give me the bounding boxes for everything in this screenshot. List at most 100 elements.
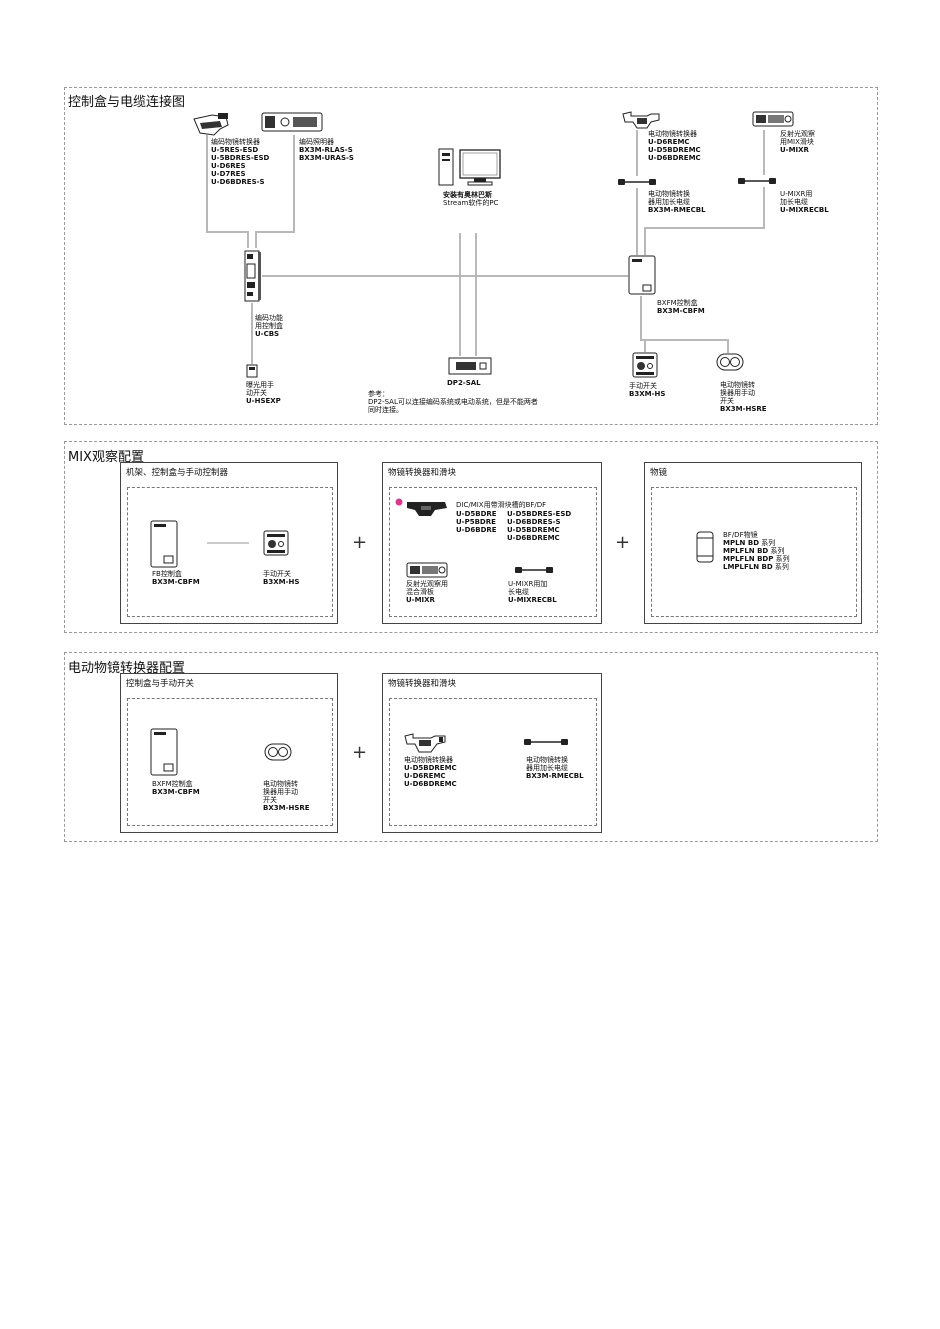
model-text: U-D5BDRE bbox=[456, 510, 497, 518]
motor-ext-cable-label: 电动物镜转换 器用加长电缆 BX3M-RMECBL bbox=[526, 756, 584, 780]
series-model: MPLN BD bbox=[723, 539, 759, 547]
name-text: 换器用手动 bbox=[263, 788, 298, 796]
plus-sign: + bbox=[352, 532, 368, 553]
bfdf-nosepiece-icon bbox=[407, 502, 447, 516]
series-model: MPLFLN BD bbox=[723, 547, 769, 555]
series-line: MPLFLN BD 系列 bbox=[723, 547, 790, 555]
model-text: U-D5BDRES-ESD bbox=[507, 510, 572, 518]
illuminator-icon bbox=[261, 112, 323, 132]
name-text: 电动物镜转换 bbox=[526, 756, 568, 764]
dp2-sal-icon bbox=[448, 357, 492, 375]
mix-slider-label: 反射光观察 用MIX滑块 U-MIXR bbox=[780, 130, 815, 154]
nosepiece-switch-label: 电动物镜转 换器用手动 开关 BX3M-HSRE bbox=[263, 780, 310, 812]
name-text: 手动开关 bbox=[263, 570, 291, 578]
panel-inner bbox=[127, 698, 333, 826]
mix-hand-switch-icon bbox=[263, 530, 289, 556]
name-text: 用控制盒 bbox=[255, 322, 283, 330]
note-line: 参考： bbox=[368, 390, 389, 398]
mix-cable-label: U-MIXR用 加长电缆 U-MIXRECBL bbox=[780, 190, 829, 214]
name-text: DIC/MIX用带滑块槽的BF/DF bbox=[456, 501, 547, 509]
model-text: U-D6RES bbox=[211, 162, 246, 170]
mix-section-title: MIX观察配置 bbox=[68, 450, 144, 465]
fb-control-box-icon bbox=[150, 520, 178, 568]
model-text: U-5BDRES-ESD bbox=[211, 154, 270, 162]
model-text: U-MIXRECBL bbox=[780, 206, 829, 214]
coded-nosepiece-icon bbox=[193, 113, 229, 136]
dp2-sal-label: DP2-SAL bbox=[447, 379, 481, 387]
accent-dot-icon bbox=[395, 498, 403, 506]
illuminator-label: 编码照明器 BX3M-RLAS-S BX3M-URAS-S bbox=[299, 138, 354, 162]
model-text: DP2-SAL bbox=[447, 379, 481, 387]
series-suffix: 系列 bbox=[768, 547, 785, 555]
name-text: 用MIX滑块 bbox=[780, 138, 814, 146]
exposure-switch-icon bbox=[246, 364, 258, 378]
note-line: DP2-SAL可以连接编码系统或电动系统，但是不能两者 bbox=[368, 398, 538, 406]
panel-title: 机架、控制盒与手动控制器 bbox=[126, 468, 229, 478]
model-text: BX3M-CBFM bbox=[657, 307, 705, 315]
panel-inner bbox=[389, 698, 597, 826]
model-text: U-D6BDREMC bbox=[648, 154, 701, 162]
mix-slider-plate-icon bbox=[406, 562, 448, 578]
plus-sign: + bbox=[615, 532, 631, 553]
note-text: 参考： DP2-SAL可以连接编码系统或电动系统，但是不能两者 同时连接。 bbox=[368, 390, 538, 414]
name-text: 开关 bbox=[720, 397, 734, 405]
mix-slider-icon bbox=[752, 111, 794, 127]
motor-config-section bbox=[64, 652, 878, 842]
cbfm-label: BXFM控制盒 BX3M-CBFM bbox=[657, 299, 705, 315]
model-text: U-5RES-ESD bbox=[211, 146, 259, 154]
series-model: MPLFLN BDP bbox=[723, 555, 774, 563]
bxfm-control-box-icon bbox=[150, 728, 178, 776]
name-text: 电动物镜转换器 bbox=[404, 756, 453, 764]
connection-diagram-section bbox=[64, 87, 878, 425]
nosepiece-hand-switch-icon bbox=[716, 353, 744, 371]
motor-panel-nosepiece: 物镜转换器和滑块 bbox=[382, 673, 602, 833]
name-text: BF/DF物镜 bbox=[723, 531, 758, 539]
model-text: U-D6BDREMC bbox=[404, 780, 457, 788]
name-text: 电动物镜转 bbox=[263, 780, 298, 788]
name-text: 手动开关 bbox=[629, 382, 657, 390]
model-text: U-D6REMC bbox=[404, 772, 446, 780]
panel-title: 控制盒与手动开关 bbox=[126, 679, 195, 689]
model-text: U-MIXR bbox=[780, 146, 809, 154]
mix-panel-objective: 物镜 bbox=[644, 462, 862, 624]
objective-lens-icon bbox=[696, 531, 714, 563]
model-text: BX3M-CBFM bbox=[152, 788, 200, 796]
series-suffix: 系列 bbox=[759, 539, 776, 547]
series-model: LMPLFLN BD bbox=[723, 563, 773, 571]
series-line: MPLFLN BDP 系列 bbox=[723, 555, 790, 563]
mix-ext-cable-icon bbox=[515, 567, 553, 573]
model-text: U-D7RES bbox=[211, 170, 246, 178]
name-text: BXFM控制盒 bbox=[657, 299, 698, 307]
name-text: 长电缆 bbox=[508, 588, 529, 596]
model-text: BX3M-HSRE bbox=[720, 405, 767, 413]
series-suffix: 系列 bbox=[772, 563, 789, 571]
panel-inner bbox=[389, 487, 597, 617]
name-text: FB控制盒 bbox=[152, 570, 182, 578]
model-text: U-D5BDREMC bbox=[507, 526, 560, 534]
model-text: U-D6BDRES-S bbox=[507, 518, 561, 526]
name-text: 器用加长电缆 bbox=[526, 764, 568, 772]
motor-section-title: 电动物镜转换器配置 bbox=[68, 661, 186, 676]
objective-label: BF/DF物镜 MPLN BD 系列 MPLFLN BD 系列 MPLFLN B… bbox=[723, 531, 790, 571]
name-text: 电动物镜转换器 bbox=[648, 130, 697, 138]
series-suffix: 系列 bbox=[773, 555, 790, 563]
model-text: U-D6BDREMC bbox=[507, 534, 560, 542]
model-text: U-D5BDREMC bbox=[404, 764, 457, 772]
panel-inner bbox=[127, 487, 333, 617]
model-text: U-P5BDRE bbox=[456, 518, 496, 526]
name-text: 编码功能 bbox=[255, 314, 283, 322]
name-text: BXFM控制盒 bbox=[152, 780, 193, 788]
model-text: BX3M-URAS-S bbox=[299, 154, 354, 162]
model-text: U-MIXRECBL bbox=[508, 596, 557, 604]
motorized-nosepiece-label: 电动物镜转换器 U-D6REMC U-D5BDREMC U-D6BDREMC bbox=[648, 130, 701, 162]
mix-hand-switch-label: 手动开关 B3XM-HS bbox=[263, 570, 299, 586]
model-text: BX3M-HSRE bbox=[263, 804, 310, 812]
name-text: U-MIXR用加 bbox=[508, 580, 548, 588]
cbs-control-box-icon bbox=[244, 250, 261, 302]
panel-title: 物镜 bbox=[650, 468, 668, 478]
model-text: BX3M-RMECBL bbox=[648, 206, 706, 214]
model-text: U-D5BDREMC bbox=[648, 146, 701, 154]
model-text: BX3M-RMECBL bbox=[526, 772, 584, 780]
mix-panel-nosepiece: 物镜转换器和滑块 bbox=[382, 462, 602, 624]
plus-sign: + bbox=[352, 742, 368, 763]
